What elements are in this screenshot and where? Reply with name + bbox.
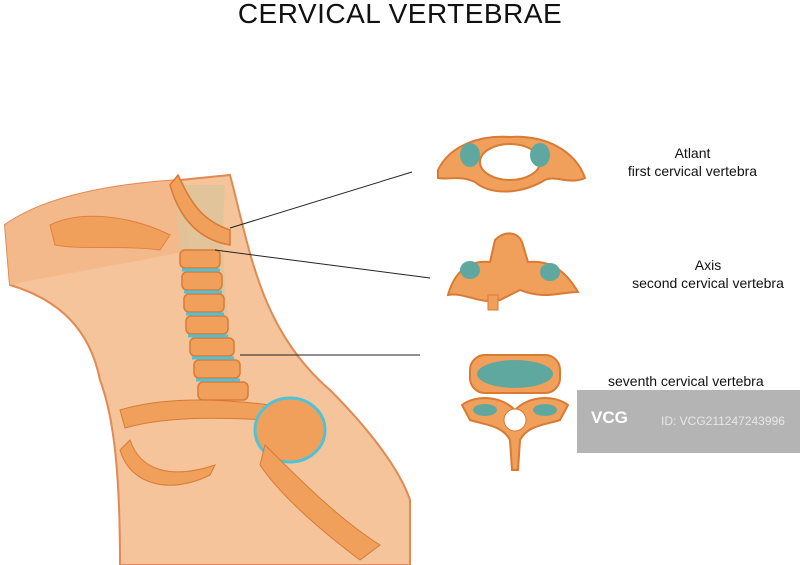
intervertebral-discs bbox=[182, 268, 240, 382]
seventh-vertebra bbox=[460, 354, 570, 471]
humerus bbox=[259, 444, 381, 561]
atlas-vertebra bbox=[437, 135, 587, 193]
jaw bbox=[49, 215, 171, 251]
atlant-name: Atlant bbox=[674, 145, 711, 161]
seventh-description: seventh cervical vertebra bbox=[608, 373, 764, 389]
axis-name: Axis bbox=[694, 257, 722, 273]
humerus-head bbox=[253, 396, 327, 464]
axis-label: Axis second cervical vertebra bbox=[608, 256, 800, 292]
cervical-spine bbox=[169, 173, 249, 401]
watermark-logo: VCG bbox=[591, 408, 628, 427]
atlant-label: Atlant first cervical vertebra bbox=[610, 144, 775, 180]
axis-description: second cervical vertebra bbox=[632, 275, 784, 291]
atlant-description: first cervical vertebra bbox=[627, 163, 758, 179]
scapula bbox=[119, 439, 216, 486]
seventh-label: seventh cervical vertebra bbox=[608, 372, 800, 390]
watermark-id: ID: VCG211247243996 bbox=[661, 414, 785, 428]
pointer-lines bbox=[214, 171, 431, 356]
diagram-title: CERVICAL VERTEBRAE bbox=[237, 0, 563, 29]
axis-vertebra bbox=[446, 232, 580, 311]
watermark: VCG ID: VCG211247243996 bbox=[577, 390, 800, 453]
